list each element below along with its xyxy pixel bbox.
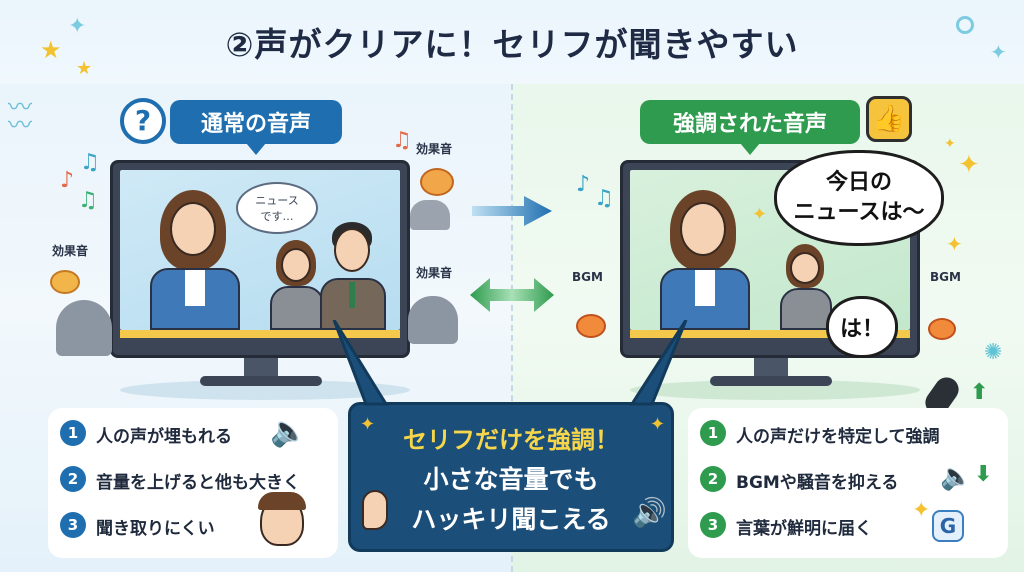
left-panel-heading: 通常の音声 — [170, 100, 342, 155]
music-note-icon: ♪ — [60, 168, 75, 193]
reporter-head — [790, 252, 820, 284]
list-item-text: 言葉が鮮明に届く — [736, 519, 872, 539]
sfx-label: 効果音 — [52, 244, 89, 258]
crowd-icon — [408, 296, 458, 344]
speech-bubble-small: は！ — [826, 296, 898, 358]
music-note-icon: ♫ — [78, 188, 98, 213]
list-item-text: 人の声が埋もれる — [96, 427, 232, 447]
explosion-icon — [928, 318, 956, 340]
panel-divider — [511, 84, 513, 572]
anchor-shirt — [185, 270, 205, 306]
music-note-icon: ♫ — [80, 150, 100, 175]
sparkle-icon: ✦ — [958, 150, 980, 180]
bubble-line: ニュース — [255, 194, 299, 207]
tv-shadow — [120, 380, 410, 400]
music-note-icon: ♫ — [594, 186, 614, 211]
tv-base — [200, 376, 322, 386]
crowd-icon — [56, 300, 112, 356]
list-number: 1 — [60, 420, 86, 446]
tv-lower-bar — [630, 330, 910, 338]
wave-icon: 〰〰 — [8, 93, 32, 139]
tv-stand — [754, 358, 788, 378]
crowd-icon — [410, 200, 450, 230]
speech-bubble-small: ニュース です… — [236, 182, 318, 234]
bgm-label: BGM — [930, 270, 961, 284]
bgm-label: BGM — [572, 270, 603, 284]
list-number: 2 — [60, 466, 86, 492]
list-item-text: 聞き取りにくい — [96, 519, 215, 539]
sfx-label: 効果音 — [416, 142, 453, 156]
left-panel-heading-text: 通常の音声 — [200, 112, 311, 137]
ring-icon — [956, 16, 974, 34]
sparkle-icon: ✦ — [944, 136, 956, 152]
anchor-head — [170, 202, 216, 256]
sparkle-icon: ✦ — [650, 414, 666, 435]
bubble-line: は！ — [839, 317, 884, 342]
callout-pointer — [332, 320, 688, 406]
anchor-head — [680, 202, 726, 256]
reporter-tie — [349, 282, 355, 308]
right-panel-heading: 強調された音声 — [640, 100, 860, 155]
bubble-line: ニュースは〜 — [793, 200, 925, 225]
anchor-shirt — [695, 270, 715, 306]
letter-badge-icon: G — [932, 510, 964, 542]
callout-line: ハッキリ聞こえる — [411, 505, 611, 534]
star-icon: ★ — [76, 58, 93, 79]
tv-stand — [244, 358, 278, 378]
speaker-icon: 🔊 — [632, 496, 667, 529]
list-number: 3 — [60, 512, 86, 538]
sfx-label: 効果音 — [416, 266, 453, 280]
speaker-low-icon: 🔈 — [270, 414, 308, 449]
callout-line: 小さな音量でも — [423, 465, 599, 494]
question-icon: ? — [120, 98, 166, 144]
list-number: 1 — [700, 420, 726, 446]
right-panel-heading-text: 強調された音声 — [672, 112, 827, 137]
page-title: ②声がクリアに！セリフが聞きやすい — [225, 25, 799, 64]
tv-base — [710, 376, 832, 386]
explosion-icon — [576, 314, 606, 338]
reporter-body — [780, 288, 832, 330]
thumbs-up-icon: 👍 — [866, 96, 912, 142]
arrow-up-icon: ⬆ — [970, 380, 989, 405]
sparkle-icon: ✦ — [752, 204, 768, 225]
list-number: 3 — [700, 512, 726, 538]
double-arrow-icon — [470, 278, 554, 312]
list-number: 2 — [700, 466, 726, 492]
music-note-icon: ♫ — [392, 128, 412, 153]
list-item-text: BGMや騒音を抑える — [736, 473, 899, 493]
reporter-body — [270, 286, 324, 330]
speech-bubble-big: 今日の ニュースは〜 — [774, 150, 944, 246]
center-callout — [348, 402, 674, 552]
bubble-line: です… — [260, 210, 294, 223]
list-item-text: 人の声だけを特定して強調 — [736, 427, 940, 447]
arrow-down-icon: ⬇ — [974, 462, 993, 487]
bubble-line: 今日の — [825, 170, 892, 195]
explosion-icon — [420, 168, 454, 196]
sparkle-icon: ✺ — [984, 340, 1003, 365]
explosion-icon — [50, 270, 80, 294]
sparkle-icon: ✦ — [912, 498, 931, 523]
tv-shadow — [630, 380, 920, 400]
callout-headline: セリフだけを強調！ — [403, 426, 619, 454]
speaker-low-icon: 🔈 — [940, 462, 973, 492]
sparkle-icon: ✦ — [946, 232, 963, 256]
reporter-head — [281, 248, 311, 282]
star-icon: ★ — [40, 36, 62, 64]
list-item-text: 音量を上げると他も大きく — [96, 473, 300, 493]
sparkle-icon: ✦ — [68, 14, 87, 39]
ear-icon — [362, 490, 388, 530]
title-band — [0, 0, 1024, 84]
reporter-head — [334, 228, 370, 272]
arrow-right-icon — [472, 196, 552, 226]
person-hair — [258, 492, 306, 510]
music-note-icon: ♪ — [576, 172, 591, 197]
sparkle-icon: ✦ — [360, 414, 376, 435]
tv-lower-bar — [120, 330, 400, 338]
sparkle-icon: ✦ — [990, 40, 1007, 64]
